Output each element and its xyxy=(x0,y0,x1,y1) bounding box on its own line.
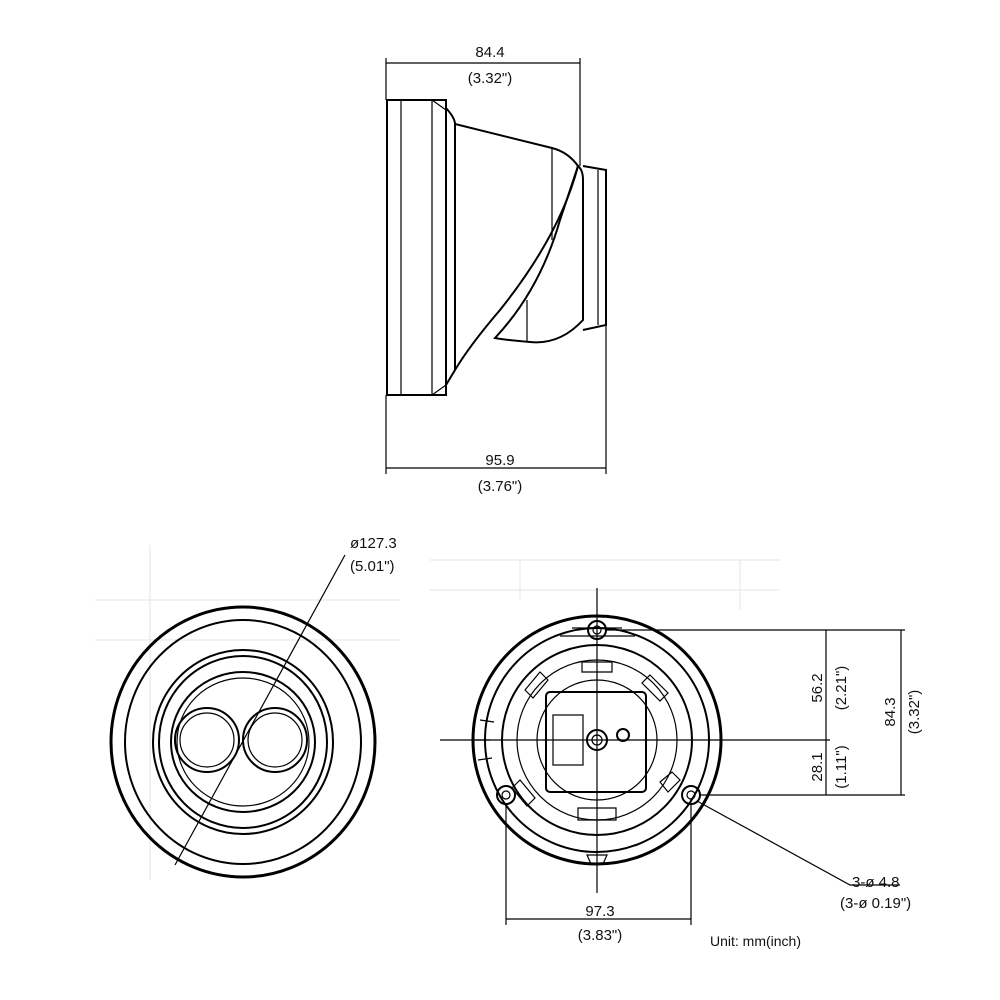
bottom-inner-ring xyxy=(536,679,658,801)
dim-width-value-inch: (3.83") xyxy=(578,927,623,944)
bottom-mount-hole-left-inner xyxy=(501,790,511,800)
bottom-view: 56.2 (2.21") 28.1 (1.11") 84.3 (3.32") 9… xyxy=(440,588,923,949)
dim-bottom-value-inch: (3.76") xyxy=(478,478,523,495)
side-back-ring xyxy=(582,165,607,331)
dim-top-value: 84.4 xyxy=(475,44,504,61)
dim-top-value-inch: (3.32") xyxy=(468,70,513,87)
front-ring-2 xyxy=(124,619,362,865)
dim-height-lower-value-inch: (1.11") xyxy=(833,745,850,788)
bottom-center-screw xyxy=(586,729,608,751)
dim-height-lower-value: 28.1 xyxy=(809,752,826,781)
bottom-clip-top xyxy=(581,661,613,673)
dim-bottom-value: 95.9 xyxy=(485,452,514,469)
front-diameter-value-inch: (5.01") xyxy=(350,558,395,575)
bottom-center-screw-inner xyxy=(591,734,603,746)
front-lens-right xyxy=(242,707,308,773)
front-lens-housing xyxy=(170,671,316,813)
side-flange-step xyxy=(431,99,447,396)
bottom-clip-top-right xyxy=(641,674,669,702)
bottom-notch xyxy=(586,854,608,865)
side-lens-ball xyxy=(493,164,584,344)
dim-height-total-value: 84.3 xyxy=(882,697,899,726)
front-diameter-leader xyxy=(174,554,346,866)
bottom-tab-left xyxy=(475,719,495,761)
front-lens-left xyxy=(174,707,240,773)
side-flange-outline xyxy=(386,99,447,396)
front-lens-left-inner xyxy=(179,712,235,768)
hole-leader xyxy=(696,800,900,886)
background-guides xyxy=(95,545,780,880)
bottom-ground-mark xyxy=(616,728,630,742)
front-view: ø127.3 (5.01") xyxy=(109,535,397,879)
bottom-label-area xyxy=(552,714,584,766)
bottom-clip-bottom-left xyxy=(511,779,536,807)
dim-height-upper-value: 56.2 xyxy=(809,673,826,702)
front-ring-4 xyxy=(158,655,328,829)
bottom-mount-hole-top-inner xyxy=(592,625,602,635)
bottom-clip-bottom-right xyxy=(659,771,681,793)
dim-height-upper-value-inch: (2.21") xyxy=(833,666,850,711)
bottom-clip-bottom xyxy=(577,807,617,821)
front-lens-housing-inner xyxy=(176,677,310,807)
front-outer-ring xyxy=(109,605,377,879)
bottom-ring-3 xyxy=(501,644,693,836)
side-view: 84.4 (3.32") 95.9 (3.76") xyxy=(385,44,607,495)
dim-width-value: 97.3 xyxy=(585,903,614,920)
hole-spec-value: 3-ø 4.8 xyxy=(852,874,900,891)
bottom-clip-top-left xyxy=(524,671,549,699)
bottom-tab-top-rim xyxy=(560,627,635,637)
hole-spec-value-inch: (3-ø 0.19") xyxy=(840,895,911,912)
side-dome-body xyxy=(445,107,580,386)
dim-height-total-value-inch: (3.32") xyxy=(906,690,923,735)
bottom-mount-hole-right-inner xyxy=(686,790,696,800)
unit-note: Unit: mm(inch) xyxy=(710,933,801,949)
bottom-mount-plate xyxy=(545,691,647,793)
front-diameter-value: ø127.3 xyxy=(350,535,397,552)
front-ring-3 xyxy=(152,649,334,835)
front-lens-right-inner xyxy=(247,712,303,768)
